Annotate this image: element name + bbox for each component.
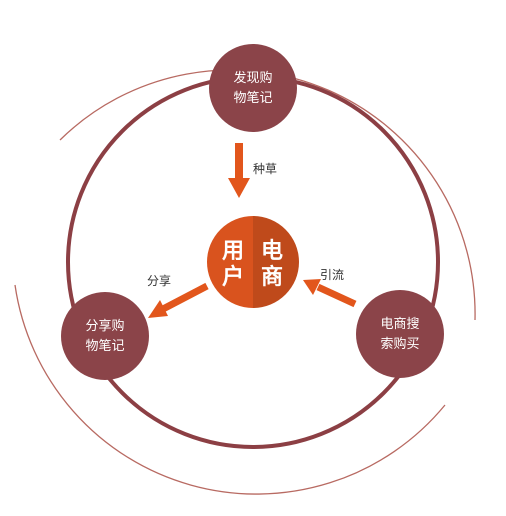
node-left-line-1: 分享购 xyxy=(85,318,124,334)
node-top-line-2: 物笔记 xyxy=(233,90,272,106)
center-char-yong: 用 xyxy=(222,239,244,264)
node-top-line-1: 发现购 xyxy=(233,70,272,86)
outer-arc-lower xyxy=(14,284,446,495)
center-char-shang: 商 xyxy=(261,264,283,290)
node-right-line-1: 电商搜 xyxy=(380,317,419,332)
center-node: 用 户 电 商 xyxy=(207,216,299,308)
node-share-notes: 分享购 物笔记 xyxy=(61,292,149,380)
node-search-purchase: 电商搜 索购买 xyxy=(356,290,444,378)
node-right-line-2: 索购买 xyxy=(380,336,419,352)
center-char-dian: 电 xyxy=(261,239,283,264)
node-discover-notes: 发现购 物笔记 xyxy=(209,44,297,132)
center-char-hu: 户 xyxy=(222,264,244,290)
outer-arc-upper xyxy=(59,69,476,321)
arrow-down-icon xyxy=(228,143,250,198)
edge-label-top: 种草 xyxy=(253,162,277,176)
node-left-line-2: 物笔记 xyxy=(85,338,124,354)
arrow-left-down-icon xyxy=(148,282,209,318)
edge-label-left: 分享 xyxy=(147,273,171,288)
arrow-left-up-icon xyxy=(303,279,357,308)
edge-label-right: 引流 xyxy=(320,268,344,282)
